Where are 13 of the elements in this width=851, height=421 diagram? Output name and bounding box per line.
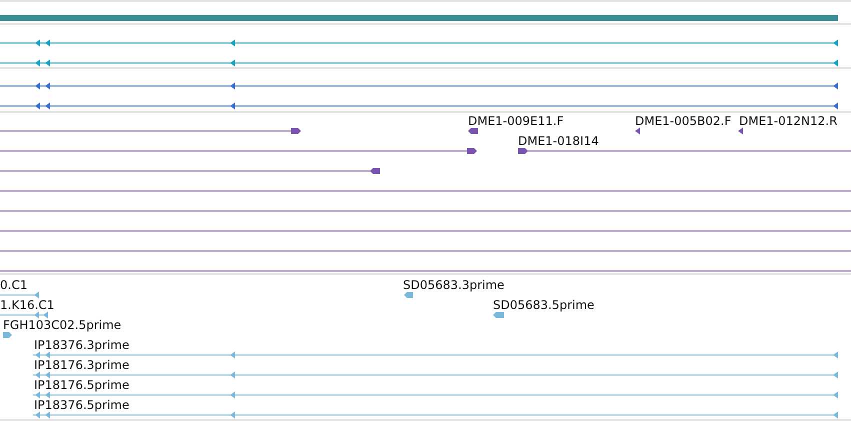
feature-label: 1.K16.C1 [0,298,54,312]
feature-label: IP18376.3prime [34,338,130,352]
feature-label: IP18176.5prime [34,378,130,392]
feature-label: SD05683.5prime [493,298,594,312]
feature-label: IP18376.5prime [34,398,130,412]
feature-label: 0.C1 [0,278,28,292]
feature-label: DME1-012N12.R [739,114,838,128]
feature-label: IP18176.3prime [34,358,130,372]
feature-label: DME1-018I14 [518,134,599,148]
feature-label: DME1-009E11.F [468,114,564,128]
feature-label: DME1-005B02.F [635,114,732,128]
feature-label: SD05683.3prime [403,278,504,292]
feature-label: FGH103C02.5prime [3,318,122,332]
